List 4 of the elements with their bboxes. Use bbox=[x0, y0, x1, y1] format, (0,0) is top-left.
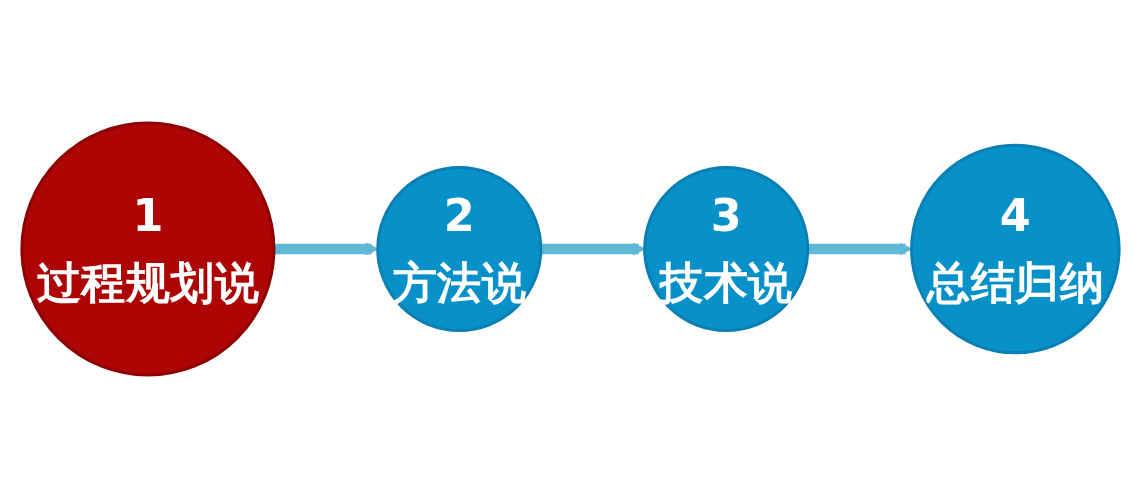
node-circle: 1 过程规划说 bbox=[20, 121, 276, 377]
node-circle: 3 技术说 bbox=[643, 165, 810, 333]
node-circle: 4 总结归纳 bbox=[910, 143, 1121, 355]
node-circle: 2 方法说 bbox=[376, 165, 543, 333]
